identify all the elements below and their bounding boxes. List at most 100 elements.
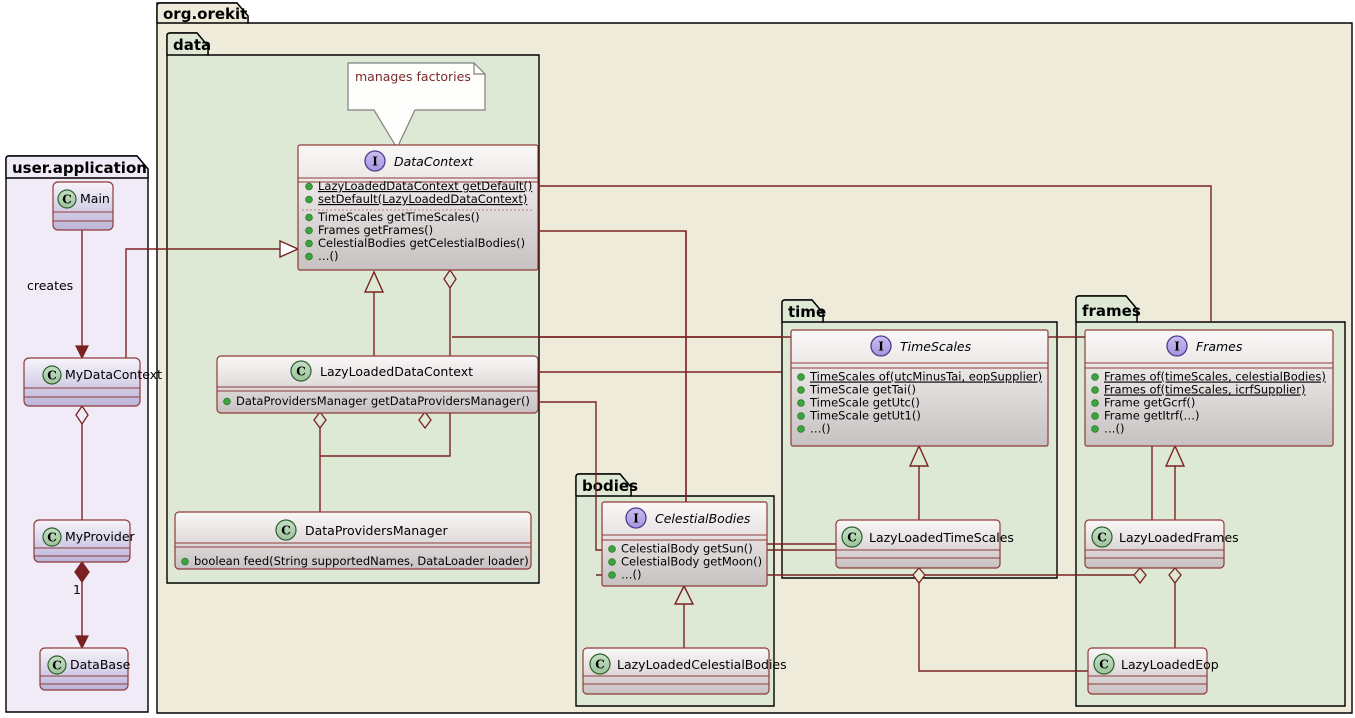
member-bullet [181,557,189,566]
member-celestialbodies-more: …() [621,568,641,582]
member-frames-more: …() [1104,422,1124,436]
class-icon-glyph: C [52,659,62,673]
note-manages-factories: manages factories [347,62,486,150]
class-box-lazyloadedtimescales[interactable]: C LazyLoadedTimeScales [835,519,1014,569]
class-icon-main [57,189,77,209]
member-bullet [608,545,616,553]
interface-icon-datacontext [364,150,386,172]
class-box-lazyloadedcelestialbodies[interactable]: C LazyLoadedCelestialBodies [582,647,787,695]
relation-label-creates: creates [27,278,73,293]
relation-mydatacontext-realizes-datacontext [125,248,290,358]
arrowhead-creates [75,345,89,360]
relation-datacontext-frames [538,185,1212,322]
member-frames-of-icrfsupplier: Frames of(timeScales, icrfSupplier) [1104,383,1305,397]
class-name-lazyloadedtimescales: LazyLoadedTimeScales [869,530,1014,545]
relationship-lines [81,185,1212,672]
class-name-timescales: TimeScales [900,339,972,354]
class-box-database[interactable]: C DataBase [39,647,131,691]
interface-icon-glyph: I [372,155,378,169]
class-name-celestialbodies: CelestialBodies [655,511,751,526]
interface-icon-frames [1166,335,1188,357]
triangle-inherit-timescales [908,444,930,467]
class-icon-myprovider [42,527,62,547]
relation-lazyloadedtimescales-lazyloadedeop [918,578,1088,672]
class-icon-glyph: C [47,369,57,383]
member-bullet [305,226,313,235]
class-name-lazyloadedcelestialbodies: LazyLoadedCelestialBodies [617,657,787,672]
member-bullet [223,397,231,406]
class-box-lazyloadedeop[interactable]: C LazyLoadedEop [1087,647,1219,695]
class-box-dataprovidersmanager[interactable]: C DataProvidersManager boolean feed(Stri… [174,511,532,570]
triangle-inherit-datacontext [363,270,385,293]
interface-icon-timescales [870,335,892,357]
triangle-inherit-frames [1164,444,1186,467]
class-name-lazyloadedeop: LazyLoadedEop [1121,657,1219,672]
class-box-lazyloadedframes[interactable]: C LazyLoadedFrames [1084,519,1239,569]
diamond-lldc-bottom-2 [418,410,432,430]
class-icon-mydatacontext [42,365,62,385]
member-bullet [797,425,805,433]
class-icon-lazyloadedcelestialbodies [589,653,611,675]
class-name-mydatacontext: MyDataContext [65,367,162,382]
class-box-mydatacontext[interactable]: C MyDataContext [23,357,162,407]
member-celestialbodies-getsun: CelestialBody getSun() [621,542,753,556]
package-label-user-application: user.application [12,159,147,177]
package-label-bodies: bodies [582,477,638,495]
member-bullet [1091,425,1099,433]
member-bullet [1091,399,1099,407]
class-icon-dataprovidersmanager [275,519,297,541]
member-bullet [1091,412,1099,420]
triangle-realization-datacontext [279,239,300,259]
class-name-database: DataBase [70,657,131,672]
member-datacontext-getframes: Frames getFrames() [318,223,433,237]
diamond-lldc-bottom-1 [313,410,327,430]
member-frames-getitrf: Frame getItrf(…) [1104,409,1200,423]
class-icon-glyph: C [847,531,857,545]
member-bullet [305,182,313,191]
interface-icon-glyph: I [633,512,639,526]
class-box-frames[interactable]: I Frames Frames of(timeScales, celestial… [1084,329,1334,447]
package-data: data [166,32,540,584]
member-timescales-of: TimeScales of(utcMinusTai, eopSupplier) [809,370,1042,384]
class-name-datacontext: DataContext [394,154,474,169]
class-icon-glyph: C [62,193,72,207]
diamond-llts-bottom [912,567,926,585]
relation-label-multiplicity-one: 1 [73,582,81,597]
member-timescales-getut1: TimeScale getUt1() [809,409,921,423]
member-bullet [1091,386,1099,394]
class-name-lazyloadeddatacontext: LazyLoadedDataContext [320,364,473,379]
class-icon-glyph: C [47,531,57,545]
member-datacontext-getcelestialbodies: CelestialBodies getCelestialBodies() [318,236,525,250]
package-label-frames: frames [1082,302,1141,320]
class-box-datacontext[interactable]: I DataContext LazyLoadedDataContext getD… [297,144,539,271]
interface-icon-glyph: I [1174,340,1180,354]
class-box-celestialbodies[interactable]: I CelestialBodies CelestialBody getSun()… [601,501,768,587]
class-box-lazyloadeddatacontext[interactable]: C LazyLoadedDataContext DataProvidersMan… [216,355,539,414]
class-icon-lazyloadeddatacontext [290,360,312,382]
class-box-timescales[interactable]: I TimeScales TimeScales of(utcMinusTai, … [790,329,1049,447]
member-timescales-getutc: TimeScale getUtc() [809,396,920,410]
member-frames-of-celestialbodies: Frames of(timeScales, celestialBodies) [1104,370,1326,384]
member-timescales-more: …() [810,422,830,436]
package-label-data: data [173,36,211,54]
member-timescales-gettai: TimeScale getTai() [809,383,916,397]
package-user-application: user.application [5,155,149,713]
class-name-main: Main [80,191,110,206]
class-box-main[interactable]: C Main [52,181,114,231]
member-bullet [797,412,805,420]
class-box-myprovider[interactable]: C MyProvider [33,519,136,563]
member-bullet [305,252,313,261]
member-bullet [608,558,616,566]
member-bullet [608,571,616,579]
interface-icon-glyph: I [878,340,884,354]
member-datacontext-gettimescales: TimeScales getTimeScales() [317,210,480,224]
class-icon-glyph: C [1097,531,1107,545]
diamond-llf-bottom-1 [1133,567,1147,585]
member-datacontext-more: …() [318,249,338,263]
member-bullet [797,399,805,407]
member-bullet [797,373,805,381]
note-text: manages factories [355,69,471,84]
diamond-mydatacontext-myprovider [75,404,89,426]
class-icon-glyph: C [595,658,605,672]
